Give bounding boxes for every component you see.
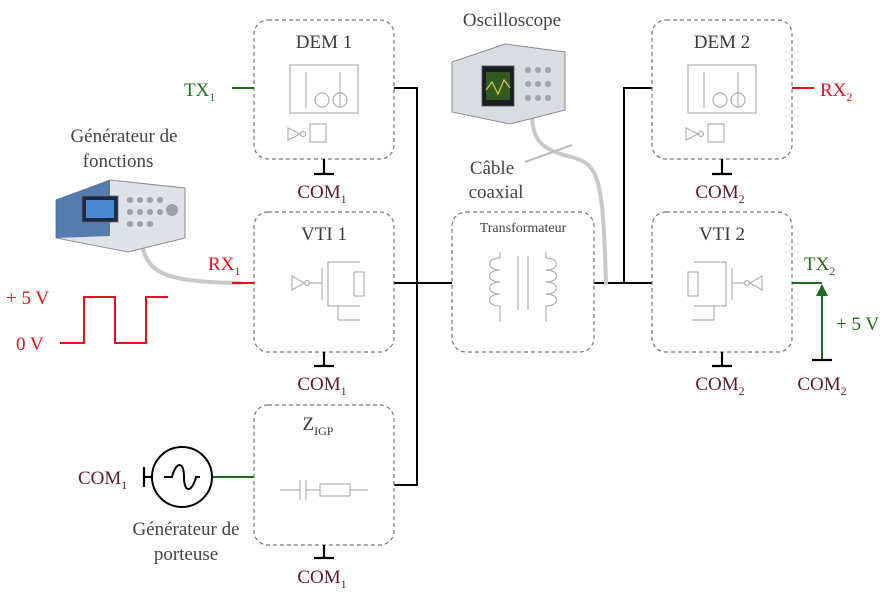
rx2-subscript: 2: [846, 90, 852, 104]
com2-text: COM: [695, 182, 738, 203]
supply-com-label: COM2: [797, 374, 846, 398]
zigp-block: ZIGP COM1: [253, 404, 395, 591]
oscilloscope-caption: Oscilloscope: [463, 10, 561, 31]
square-wave-input: + 5 V 0 V: [6, 288, 168, 355]
com1-text: COM: [297, 182, 340, 203]
rx1-text: RX: [208, 254, 235, 275]
supply-voltage-label: + 5 V: [836, 314, 879, 335]
com1-text: COM: [78, 468, 121, 489]
rx2-text: RX: [820, 80, 847, 101]
carrier-caption-line1: Générateur de: [132, 519, 239, 540]
cable-caption-line2: coaxial: [469, 182, 524, 203]
fgen-caption-line1: Générateur de: [70, 126, 177, 147]
tx2-label: TX2: [804, 254, 835, 278]
square-wave-signal: [60, 296, 168, 344]
bus-wiring: [394, 87, 652, 486]
supply-arrow-head: [816, 284, 828, 296]
sine-wave-icon: [164, 464, 200, 490]
tx2-text: TX: [804, 254, 830, 275]
tx2-supply: + 5 V COM2: [797, 284, 879, 398]
zigp-subscript: IGP: [314, 424, 334, 438]
vti1-com-symbol: [314, 352, 334, 368]
com1-text: COM: [297, 374, 340, 395]
coaxial-cable: [530, 110, 608, 285]
rx1-subscript: 1: [234, 264, 240, 278]
dem1-schematic-icon: [287, 64, 359, 143]
ac-source-symbol: [151, 446, 213, 508]
carrier-generator: COM1 Générateur de porteuse: [78, 446, 254, 565]
com2-text: COM: [797, 374, 840, 395]
com1-subscript: 1: [341, 384, 347, 398]
transformer-box: [451, 211, 595, 353]
tx2-subscript: 2: [829, 264, 835, 278]
vti1-block: VTI 1 RX1 COM1: [208, 211, 395, 398]
vti1-com-label: COM1: [297, 374, 346, 398]
zigp-schematic-icon: [280, 480, 368, 500]
zigp-com-symbol: [314, 545, 334, 560]
function-generator-image: [55, 179, 186, 253]
transformer-label: Transformateur: [480, 221, 567, 236]
com1-text: COM: [297, 567, 340, 588]
square-wave-low-label: 0 V: [16, 334, 44, 355]
tx1-text: TX: [184, 80, 210, 101]
dem2-block: DEM 2 RX2 COM2: [651, 19, 852, 206]
com1-subscript: 1: [341, 192, 347, 206]
fgen-caption-line2: fonctions: [83, 151, 154, 172]
com2-subscript: 2: [739, 192, 745, 206]
dem1-block: DEM 1 TX1 COM1: [184, 19, 395, 206]
left-bus-wire: [394, 87, 418, 486]
vti2-com-symbol: [712, 352, 732, 368]
vti2-block: VTI 2 TX2 COM2: [651, 211, 835, 398]
tx1-subscript: 1: [209, 90, 215, 104]
rx2-label: RX2: [820, 80, 852, 104]
vti1-label: VTI 1: [301, 224, 347, 245]
fgen-cable: [140, 243, 242, 285]
oscilloscope-image: [451, 43, 566, 125]
tx1-label: TX1: [184, 80, 215, 104]
zigp-com-label: COM1: [297, 567, 346, 590]
dem2-com-label: COM2: [695, 182, 744, 206]
square-wave-high-label: + 5 V: [6, 288, 49, 309]
com1-subscript: 1: [341, 577, 347, 590]
carrier-com-label: COM1: [78, 468, 127, 492]
dem1-com-symbol: [314, 159, 334, 176]
vti2-schematic-icon: [687, 261, 763, 321]
vti1-schematic-icon: [291, 261, 365, 321]
vti2-label: VTI 2: [699, 224, 745, 245]
com2-text: COM: [695, 374, 738, 395]
cable-pointer-line: [524, 144, 573, 163]
carrier-caption-line2: porteuse: [154, 544, 218, 565]
dem1-com-label: COM1: [297, 182, 346, 206]
right-bus-wire: [623, 87, 652, 283]
zigp-label: ZIGP: [303, 414, 334, 438]
dem2-schematic-icon: [685, 64, 757, 143]
com2-subscript: 2: [841, 384, 847, 398]
transformer-coil-icon: [488, 252, 558, 322]
oscilloscope: Oscilloscope: [451, 10, 566, 125]
com2-subscript: 2: [739, 384, 745, 398]
cable-caption-line1: Câble: [470, 158, 514, 179]
function-generator: Générateur de fonctions: [55, 126, 186, 253]
dem2-com-symbol: [712, 159, 732, 176]
rx1-label: RX1: [208, 254, 240, 278]
vti2-com-label: COM2: [695, 374, 744, 398]
dem2-label: DEM 2: [694, 32, 750, 53]
zigp-text: Z: [303, 414, 315, 435]
com1-subscript: 1: [121, 478, 127, 492]
transformer-block: Transformateur: [451, 211, 595, 353]
dem1-label: DEM 1: [296, 32, 352, 53]
